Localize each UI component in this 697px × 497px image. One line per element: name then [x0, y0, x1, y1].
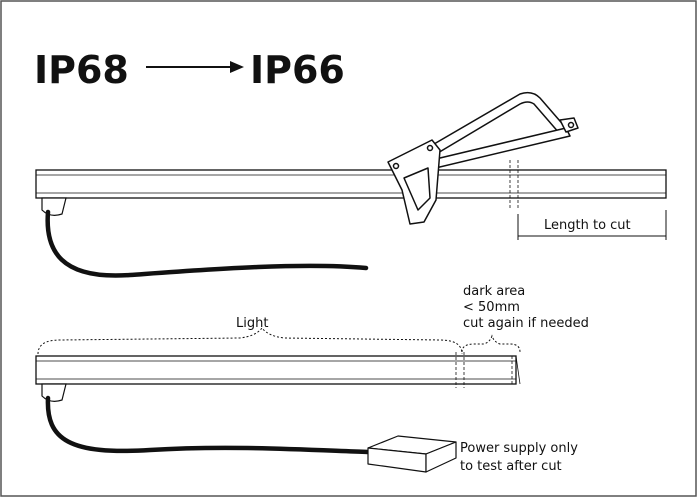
dark-area-line-1: dark area [463, 284, 525, 299]
light-brace [37, 327, 463, 355]
light-label: Light [236, 316, 268, 331]
power-supply-line-2: to test after cut [460, 459, 562, 474]
length-to-cut-dimension [517, 210, 667, 240]
lower-light-strip [35, 352, 521, 402]
dark-area-brace [461, 334, 521, 353]
upper-cut-marker [509, 160, 519, 210]
lower-cable [45, 395, 371, 455]
power-supply-box [367, 435, 457, 473]
hacksaw-icon [387, 91, 579, 225]
title-to: IP66 [250, 48, 345, 92]
upper-cable [45, 209, 369, 278]
title-arrow [146, 61, 244, 73]
power-supply-line-1: Power supply only [460, 441, 578, 456]
length-to-cut-label: Length to cut [544, 218, 631, 233]
dark-area-line-2: < 50mm [463, 300, 520, 315]
title-from: IP68 [34, 48, 129, 92]
dark-area-line-3: cut again if needed [463, 316, 589, 331]
